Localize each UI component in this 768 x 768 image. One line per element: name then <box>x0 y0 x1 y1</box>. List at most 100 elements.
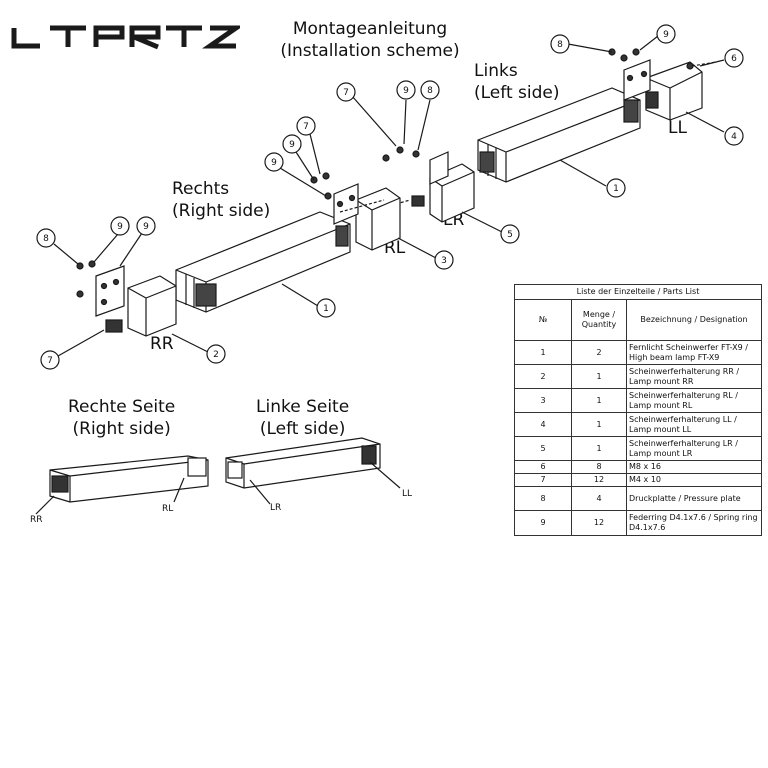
cell-qty: 1 <box>571 436 627 461</box>
label-linke-seite-de: Linke Seite <box>256 397 350 417</box>
header-qty: Menge / Quantity <box>571 300 627 341</box>
title-english: (Installation scheme) <box>280 41 460 61</box>
callout-9-top: 9 <box>656 24 676 44</box>
cell-desc: Scheinwerferhalterung RL / Lamp mount RL <box>626 388 761 413</box>
cell-desc: Fernlicht Scheinwerfer FT-X9 / High beam… <box>626 340 761 365</box>
cell-no: 1 <box>515 340 572 365</box>
callout-4: 4 <box>724 126 744 146</box>
callout-label: 1 <box>613 184 619 194</box>
cell-desc: Scheinwerferhalterung LL / Lamp mount LL <box>626 412 761 437</box>
brand-logo-mark <box>11 25 245 50</box>
brand-logo <box>10 22 245 52</box>
callout-1-right: 1 <box>316 298 336 318</box>
callout-label: 4 <box>731 132 737 142</box>
cell-qty: 1 <box>571 364 627 389</box>
label-rechte-seite-de: Rechte Seite <box>68 397 176 417</box>
lamp-left-assembly <box>477 48 717 183</box>
callout-label: 9 <box>663 30 669 40</box>
callout-9-left-b: 9 <box>136 216 156 236</box>
small-tag-lr: LR <box>270 503 282 513</box>
callout-label: 1 <box>323 304 329 314</box>
callout-8-mid: 8 <box>420 80 440 100</box>
cell-qty: 4 <box>571 486 627 511</box>
header-desc: Bezeichnung / Designation <box>626 300 761 341</box>
callout-9-mid: 9 <box>396 80 416 100</box>
parts-list: Liste der Einzelteile / Parts List № Men… <box>514 284 762 536</box>
callout-5: 5 <box>500 224 520 244</box>
header-no: № <box>515 300 572 341</box>
callout-7-left: 7 <box>40 350 60 370</box>
label-links-de: Links <box>474 61 518 81</box>
callout-6: 6 <box>724 48 744 68</box>
label-rechts-en: (Right side) <box>172 201 271 221</box>
callout-label: 8 <box>43 234 49 244</box>
callout-label: 3 <box>441 256 447 266</box>
callout-3: 3 <box>434 250 454 270</box>
mount-tag-ll: LL <box>668 118 687 138</box>
callout-2: 2 <box>206 344 226 364</box>
callout-9-left-a: 9 <box>110 216 130 236</box>
callout-label: 7 <box>343 88 349 98</box>
cell-desc: M4 x 10 <box>626 473 761 487</box>
cell-qty: 8 <box>571 460 627 474</box>
label-linke-seite-en: (Left side) <box>259 419 346 439</box>
callout-8-top: 8 <box>550 34 570 54</box>
callout-label: 8 <box>557 40 563 50</box>
callout-label: 9 <box>289 140 295 150</box>
parts-header-row: № Menge / Quantity Bezeichnung / Designa… <box>515 300 761 341</box>
label-links: Links (Left side) <box>474 60 559 104</box>
assembly-drawing: 8 9 6 4 1 7 9 8 5 7 9 9 3 1 8 9 9 7 2 <box>35 24 744 515</box>
cell-no: 7 <box>515 473 572 487</box>
cell-no: 6 <box>515 460 572 474</box>
label-rechts: Rechts (Right side) <box>172 178 270 222</box>
callout-label: 7 <box>303 122 309 132</box>
cell-desc: Scheinwerferhalterung LR / Lamp mount LR <box>626 436 761 461</box>
callout-9-right-b: 9 <box>264 152 284 172</box>
cell-qty: 1 <box>571 412 627 437</box>
cell-desc: Scheinwerferhalterung RR / Lamp mount RR <box>626 364 761 389</box>
parts-table: № Menge / Quantity Bezeichnung / Designa… <box>515 300 761 535</box>
cell-desc: Druckplatte / Pressure plate <box>626 486 761 511</box>
cell-no: 5 <box>515 436 572 461</box>
callout-label: 9 <box>403 86 409 96</box>
cell-no: 9 <box>515 510 572 535</box>
callout-label: 8 <box>427 86 433 96</box>
title-german: Montageanleitung <box>292 19 448 39</box>
label-linke-seite: Linke Seite (Left side) <box>256 396 349 440</box>
small-tag-rl: RL <box>162 504 174 514</box>
cell-no: 8 <box>515 486 572 511</box>
callout-label: 9 <box>143 222 149 232</box>
label-rechte-seite: Rechte Seite (Right side) <box>68 396 175 440</box>
callout-8-left: 8 <box>36 228 56 248</box>
callout-label: 7 <box>47 356 53 366</box>
label-rechte-seite-en: (Right side) <box>72 419 171 439</box>
cell-no: 3 <box>515 388 572 413</box>
cell-no: 2 <box>515 364 572 389</box>
mount-lr <box>382 146 475 223</box>
rechte-seite-view <box>35 455 209 515</box>
cell-qty: 1 <box>571 388 627 413</box>
callout-label: 5 <box>507 230 513 240</box>
callout-label: 9 <box>117 222 123 232</box>
installation-title: Montageanleitung (Installation scheme) <box>250 18 490 62</box>
cell-desc: M8 x 16 <box>626 460 761 474</box>
callout-label: 2 <box>213 350 219 360</box>
callout-1-left: 1 <box>606 178 626 198</box>
callout-7-right: 7 <box>296 116 316 136</box>
parts-list-caption: Liste der Einzelteile / Parts List <box>515 285 761 300</box>
mount-tag-rr: RR <box>150 334 174 354</box>
callout-label: 6 <box>731 54 737 64</box>
small-tag-ll: LL <box>402 489 413 499</box>
cell-qty: 12 <box>571 473 627 487</box>
label-links-en: (Left side) <box>474 83 560 103</box>
callout-label: 9 <box>271 158 277 168</box>
cell-no: 4 <box>515 412 572 437</box>
callout-7-mid: 7 <box>336 82 356 102</box>
